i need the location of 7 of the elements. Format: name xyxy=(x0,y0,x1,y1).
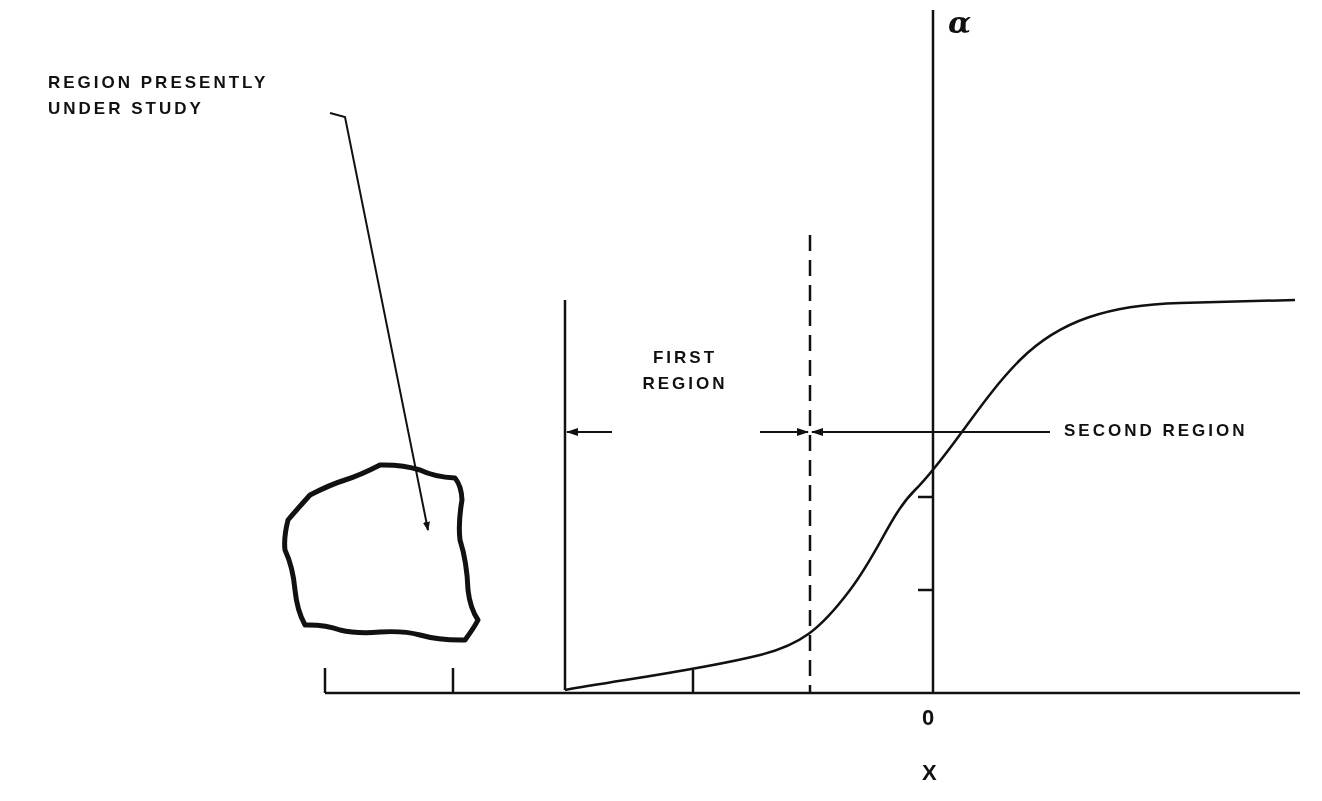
region-label: FIRST REGION xyxy=(641,347,729,395)
axis-label: α xyxy=(948,10,972,36)
region-label: SECOND REGION xyxy=(1064,420,1248,442)
axis-tick-label: 0 xyxy=(922,705,935,731)
region-label: REGION PRESENTLY UNDER STUDY xyxy=(48,70,348,122)
axis-label: X xyxy=(922,760,937,786)
leader-line xyxy=(329,112,430,531)
